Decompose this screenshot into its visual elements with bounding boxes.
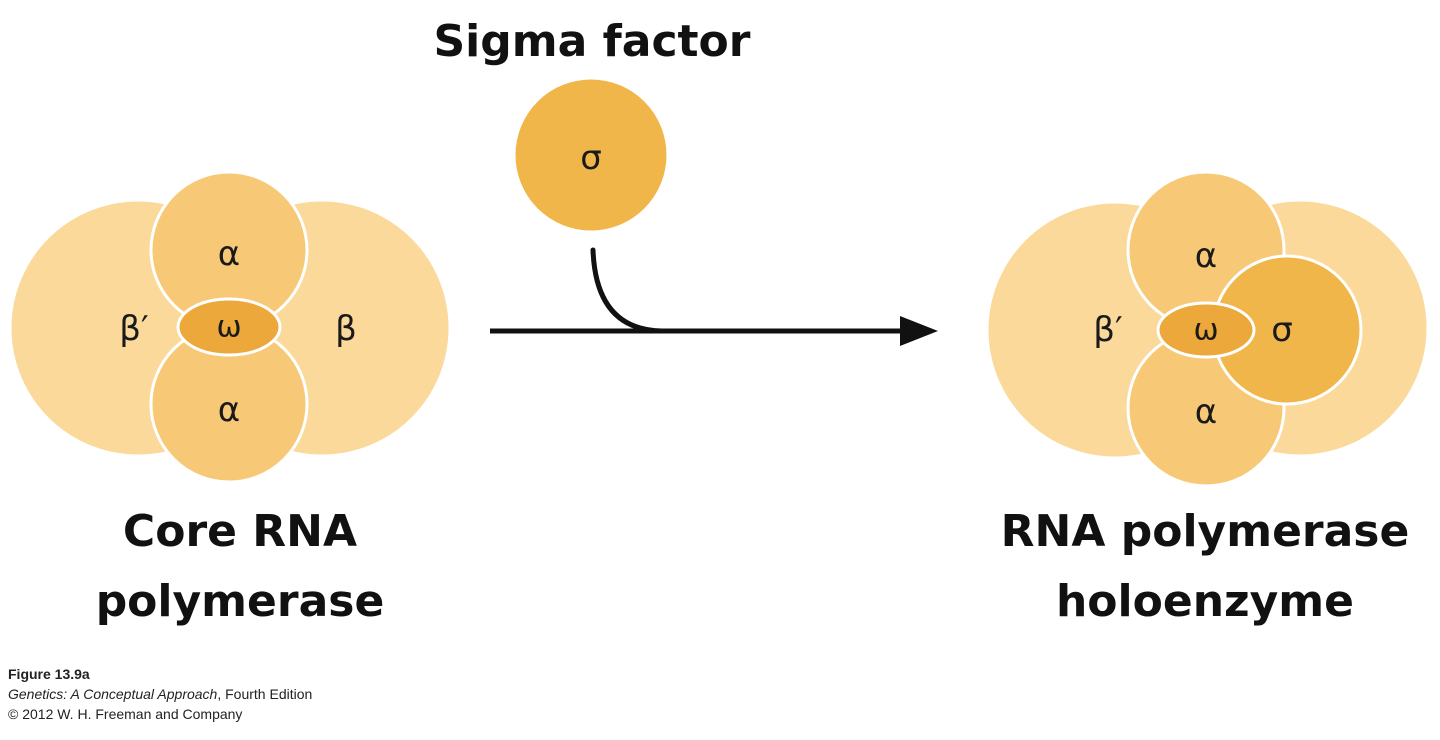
- core-beta-prime-label: β′: [119, 309, 148, 349]
- holo-omega-subunit: [1156, 301, 1256, 359]
- core-title-line2: polymerase: [96, 576, 385, 627]
- copyright-notice: © 2012 W. H. Freeman and Company: [8, 706, 243, 722]
- holo-alpha-top-label: α: [1195, 236, 1217, 276]
- book-edition: , Fourth Edition: [217, 686, 313, 702]
- core-title-line1: Core RNA: [123, 506, 357, 557]
- sigma-factor: Sigma factor σ: [433, 16, 751, 234]
- core-omega-subunit: [176, 297, 282, 357]
- holo-alpha-bottom-label: α: [1195, 392, 1217, 432]
- holo-omega-label: ω: [1193, 313, 1218, 348]
- book-title: Genetics: A Conceptual Approach: [8, 686, 218, 702]
- holo-title-line2: holoenzyme: [1056, 576, 1354, 627]
- rna-polymerase-holoenzyme: β′ α α σ ω: [985, 170, 1430, 488]
- figure-caption: Figure 13.9a Genetics: A Conceptual Appr…: [8, 664, 312, 724]
- sigma-factor-symbol: σ: [580, 138, 602, 178]
- sigma-factor-title: Sigma factor: [433, 16, 750, 67]
- reaction-arrow: [490, 247, 938, 346]
- arrow-head: [900, 316, 938, 346]
- core-rna-polymerase: β′ β α α ω: [8, 170, 452, 484]
- sigma-factor-circle: [512, 76, 670, 234]
- core-omega-label: ω: [216, 310, 241, 345]
- sigma-join-curve: [590, 247, 665, 334]
- figure-number: Figure 13.9a: [8, 666, 90, 682]
- core-alpha-bottom-label: α: [218, 390, 240, 430]
- core-alpha-top-label: α: [218, 234, 240, 274]
- holo-beta-prime-label: β′: [1093, 310, 1122, 350]
- holo-sigma-label: σ: [1271, 310, 1293, 350]
- core-beta-label: β: [335, 309, 357, 349]
- holo-title-line1: RNA polymerase: [1001, 506, 1410, 557]
- book-citation: Genetics: A Conceptual Approach, Fourth …: [8, 684, 312, 704]
